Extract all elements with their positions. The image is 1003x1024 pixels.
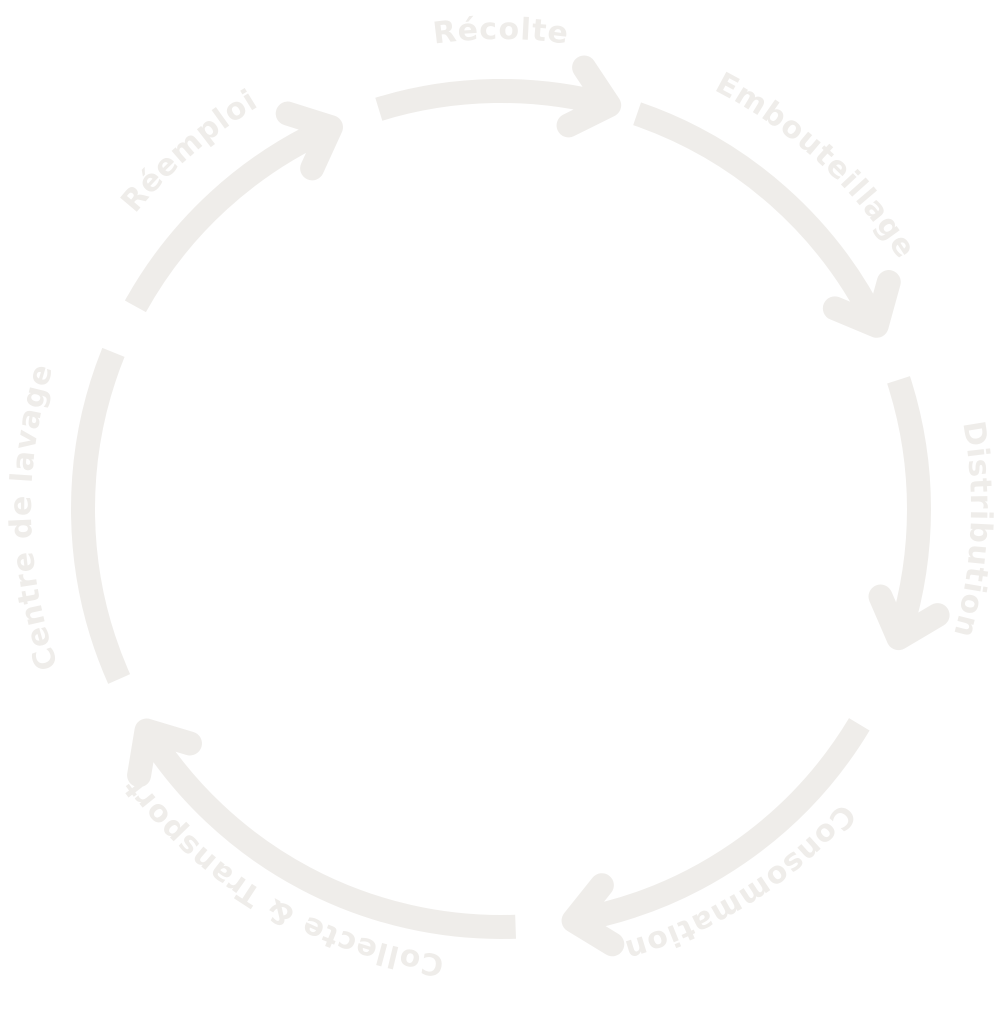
cycle-labels: RécolteEmbouteillageDistributionConsomma… [4, 12, 998, 982]
arrow-recolte [375, 79, 613, 121]
arrowhead-reemploi [275, 101, 343, 181]
label-text-lavage: Centre de lavage [4, 360, 65, 675]
arrow-collecte [136, 724, 517, 939]
label-consommation: Consommation [620, 797, 862, 968]
arrow-lavage [71, 347, 131, 684]
label-reemploi: Réemploi [114, 83, 263, 219]
cycle-arrows [71, 55, 950, 957]
arrowhead-embouteillage [822, 270, 901, 338]
label-text-consommation: Consommation [620, 797, 861, 968]
arrowhead-consommation [561, 873, 625, 957]
label-recolte: Récolte [431, 12, 571, 52]
arrow-distribution [887, 376, 931, 642]
label-distribution: Distribution [946, 419, 998, 642]
label-text-recolte: Récolte [431, 12, 570, 52]
label-text-distribution: Distribution [946, 419, 997, 642]
arrowhead-distribution [868, 584, 950, 651]
arrowhead-collecte [127, 718, 202, 788]
label-text-reemploi: Réemploi [114, 83, 262, 219]
arrow-reemploi [124, 116, 336, 313]
arrow-embouteillage [633, 102, 888, 332]
arrow-consommation [571, 718, 870, 933]
label-lavage: Centre de lavage [4, 360, 66, 675]
arrowhead-recolte [556, 55, 622, 138]
